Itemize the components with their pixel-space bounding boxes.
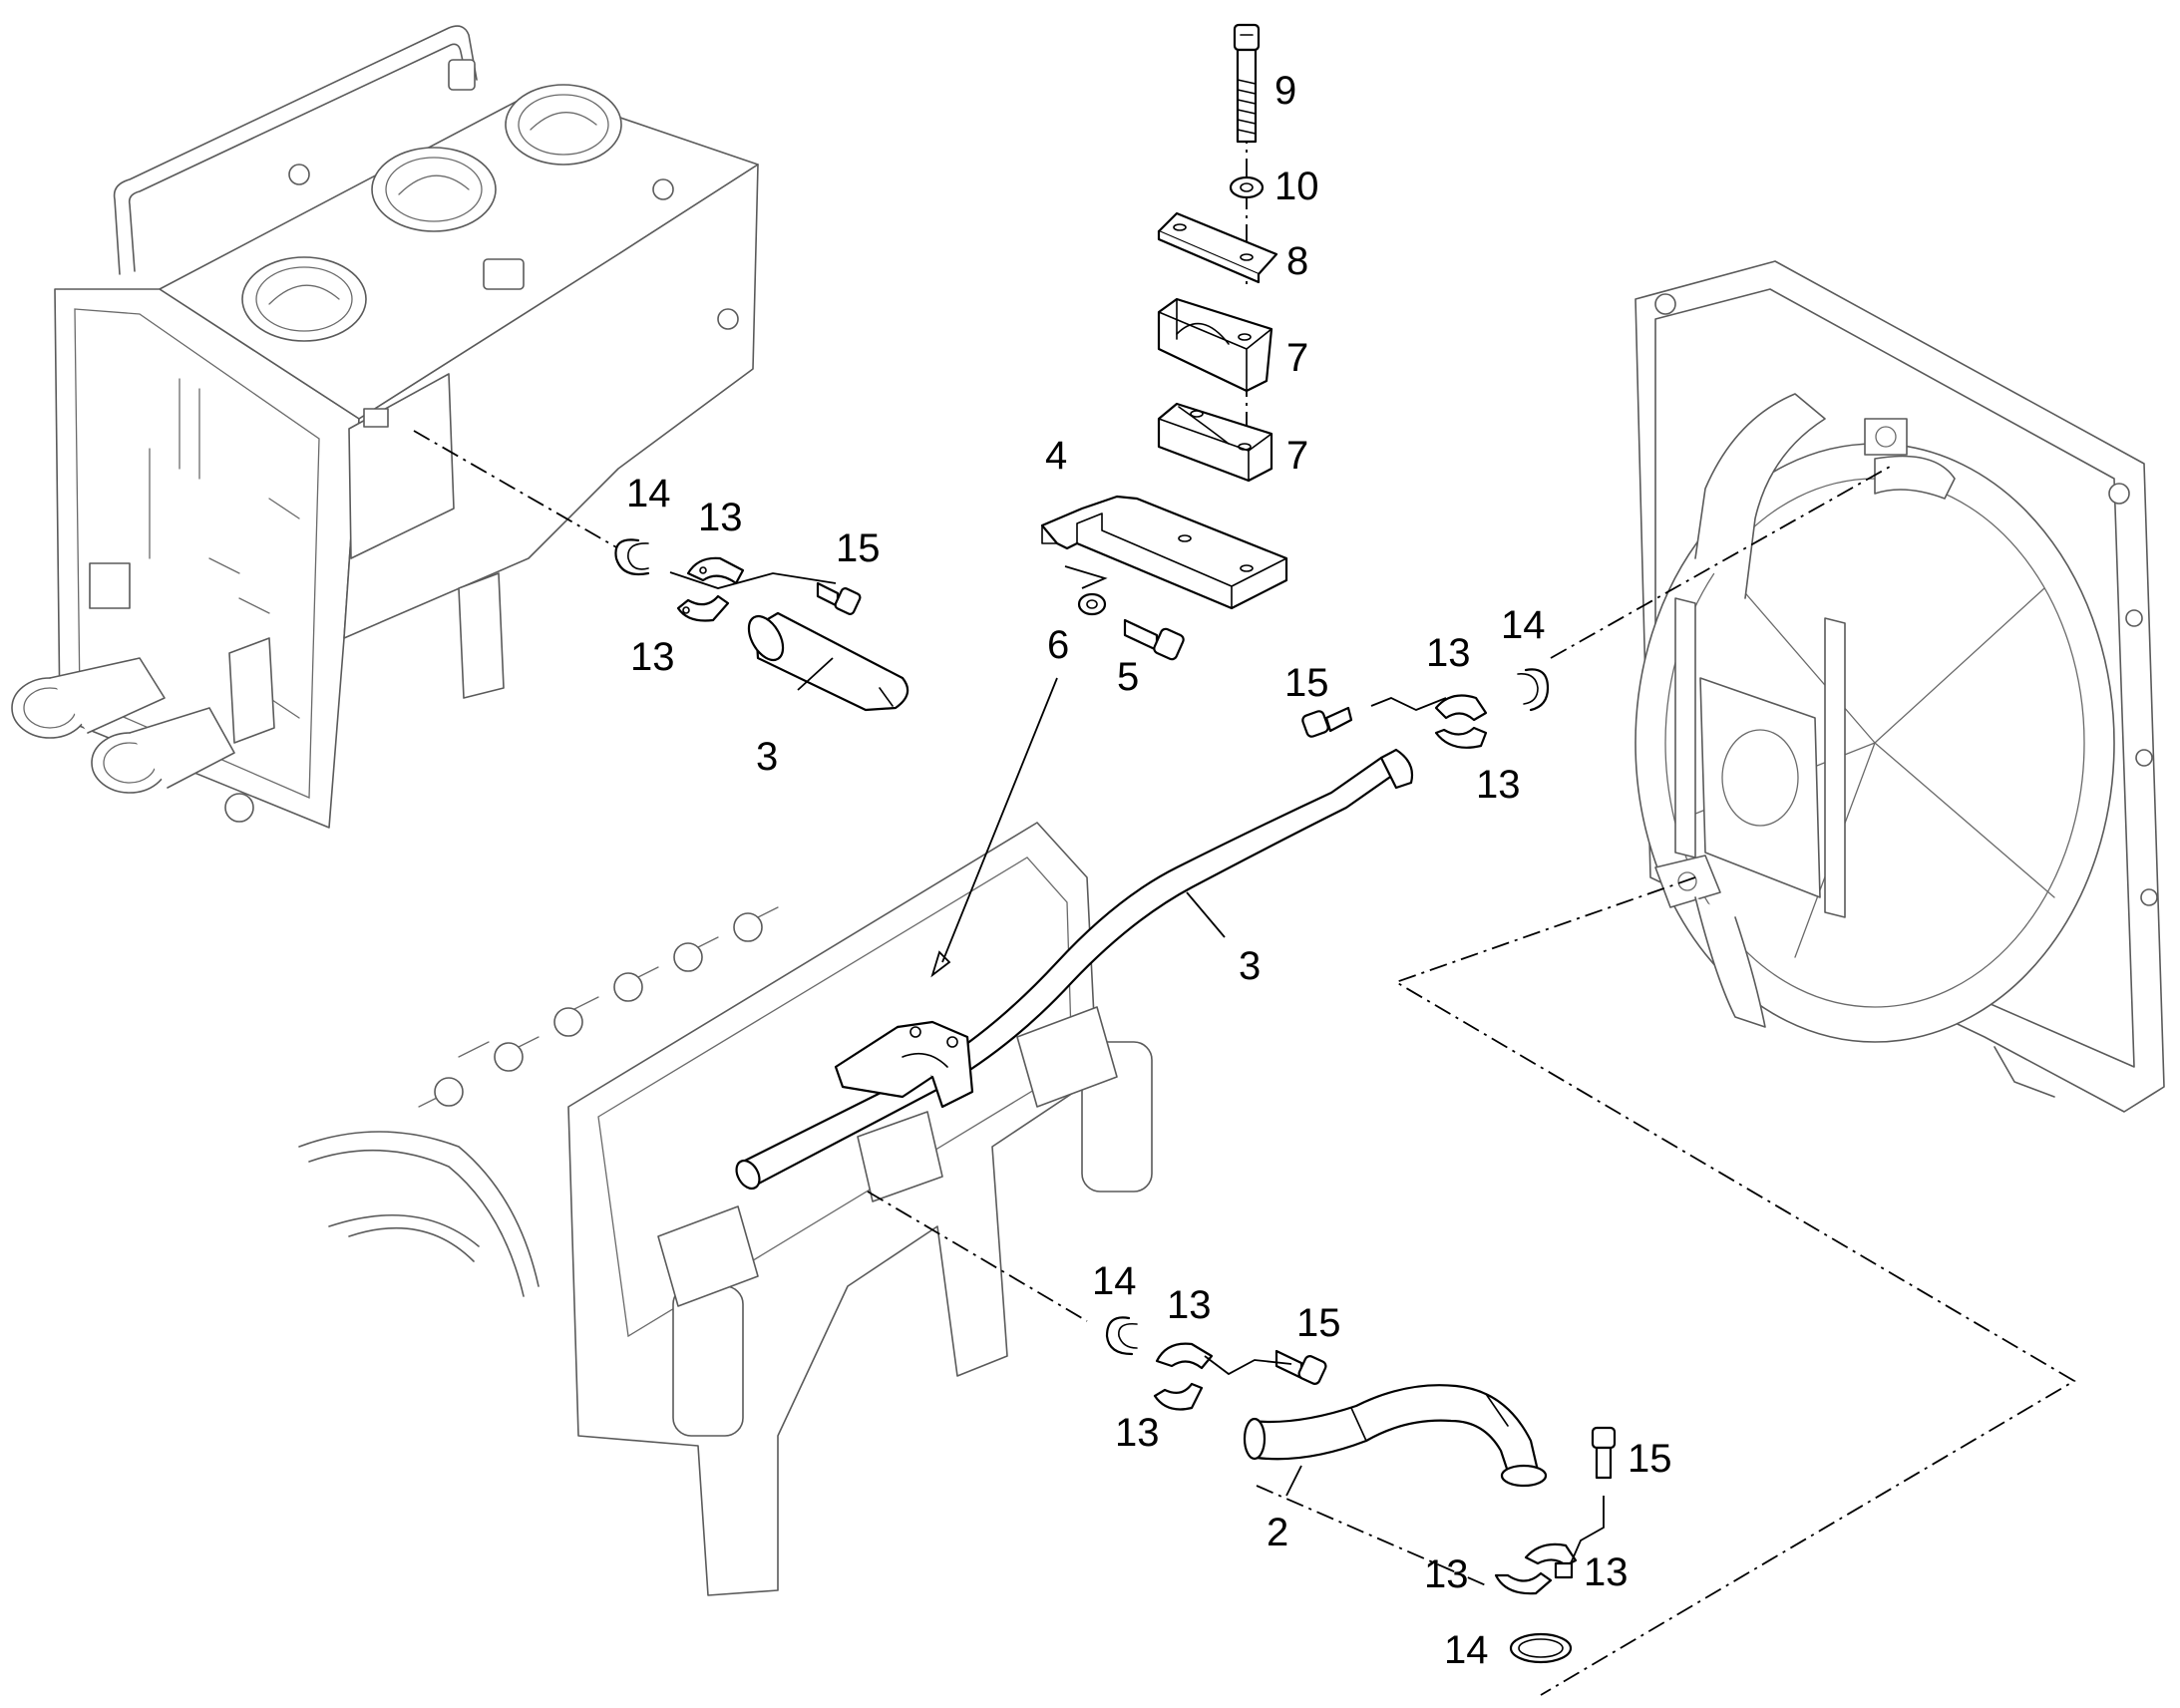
lower-clamp-half-13-right (1524, 1542, 1578, 1579)
callout-13-bottom-top: 13 (1167, 1283, 1212, 1327)
callout-labels: 9 10 8 7 7 4 6 5 14 13 13 15 3 15 13 14 … (626, 69, 1672, 1672)
callout-13-bottom-left: 13 (1115, 1411, 1160, 1455)
bottom-clamp-half-13-upper (1155, 1342, 1214, 1370)
callout-7-lower: 7 (1286, 434, 1308, 478)
part-5-bolt (1123, 618, 1185, 661)
callout-9: 9 (1274, 69, 1296, 113)
left-clamp-half-13-lower (676, 594, 730, 622)
left-bolt-15 (816, 581, 862, 615)
callout-14-right: 14 (1501, 603, 1546, 647)
part-3-main-pipe (735, 748, 1414, 1191)
callout-13-left-top: 13 (698, 496, 743, 539)
callout-15-bottom: 15 (1296, 1301, 1341, 1345)
part-2-elbow-pipe (1243, 1384, 1548, 1488)
lower-clamp-half-13-left (1494, 1571, 1553, 1595)
bottom-bolt-15 (1274, 1349, 1327, 1385)
callout-13-lower-right: 13 (1584, 1550, 1629, 1594)
callout-13-left-bottom: 13 (630, 635, 675, 679)
callout-15-right: 15 (1284, 661, 1329, 705)
left-snap-ring-14 (614, 538, 650, 576)
callout-13-right-top: 13 (1426, 631, 1471, 675)
part-8-plate (1157, 211, 1278, 284)
right-clamp-half-13-lower (1434, 726, 1488, 749)
right-bolt-15 (1301, 706, 1353, 738)
part-7-clamp-upper (1157, 297, 1273, 393)
left-clamp-half-13-upper (686, 556, 745, 585)
frame-pump-assembly (298, 822, 1153, 1596)
part-10-washer (1229, 175, 1265, 199)
pipe-clamp-assembled (834, 1020, 974, 1109)
callout-15-lower: 15 (1628, 1437, 1672, 1481)
hydraulic-tank-assembly (11, 25, 759, 829)
bottom-snap-ring-14 (1105, 1316, 1138, 1356)
callout-3-center: 3 (1239, 944, 1261, 988)
callout-10: 10 (1274, 165, 1319, 208)
left-pipe-3-stub (747, 611, 909, 712)
right-snap-ring-14 (1517, 668, 1550, 712)
callout-15-left: 15 (836, 526, 881, 570)
callout-leaders (797, 565, 1302, 1497)
callout-7-upper: 7 (1286, 336, 1308, 380)
callout-3-left: 3 (756, 735, 778, 779)
callout-6: 6 (1047, 623, 1069, 667)
callout-2: 2 (1267, 1511, 1288, 1554)
callout-4: 4 (1045, 434, 1067, 478)
cooler-fan-assembly (1635, 260, 2165, 1113)
lower-bolt-15 (1591, 1426, 1617, 1480)
callout-14-bottom: 14 (1092, 1259, 1137, 1303)
right-clamp-half-13-upper (1434, 694, 1488, 722)
callout-13-lower-left: 13 (1424, 1552, 1469, 1596)
part-9-bolt (1233, 23, 1261, 144)
part-6-washer (1077, 592, 1107, 616)
callout-14-left: 14 (626, 472, 671, 515)
callout-13-right-bottom: 13 (1476, 763, 1521, 807)
part-4-bracket (1040, 495, 1288, 610)
callout-5: 5 (1117, 655, 1139, 699)
lower-snap-ring-14 (1509, 1632, 1573, 1664)
part-7-clamp-lower (1157, 402, 1273, 483)
callout-14-lower: 14 (1444, 1628, 1489, 1672)
bottom-clamp-half-13-lower (1153, 1382, 1204, 1411)
callout-8: 8 (1286, 239, 1308, 283)
